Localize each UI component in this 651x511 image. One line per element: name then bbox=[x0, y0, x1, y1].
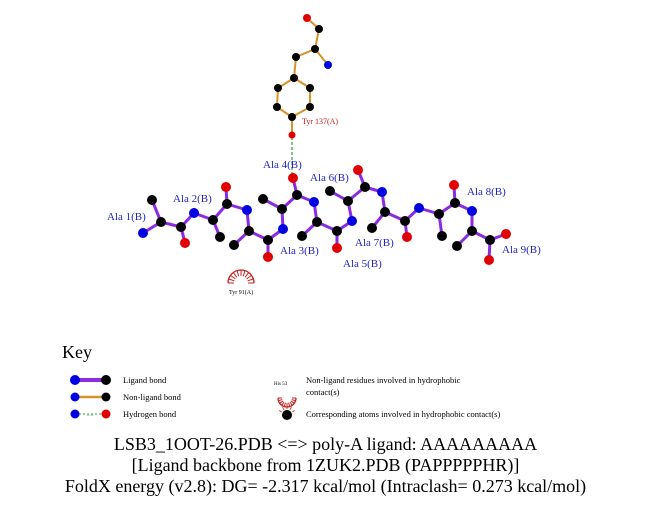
residue-label-ala9: Ala 9(B) bbox=[502, 244, 541, 256]
nitrogen-atom bbox=[467, 206, 477, 216]
carbon-atom bbox=[263, 235, 273, 245]
footer-line-2: [Ligand backbone from 1ZUK2.PDB (PAPPPPP… bbox=[131, 455, 520, 475]
oxygen-atom bbox=[402, 232, 412, 242]
residue-label-ala1: Ala 1(B) bbox=[107, 211, 146, 223]
carbon-atom bbox=[290, 74, 298, 82]
oxygen-atom bbox=[180, 238, 190, 248]
oxygen-atom bbox=[332, 243, 342, 253]
carbon-atom bbox=[273, 103, 281, 111]
key-non-ligand-bond-sample bbox=[70, 392, 111, 402]
nitrogen-atom bbox=[242, 205, 252, 215]
key-hydrophobic-atoms-text: Corresponding atoms involved in hydropho… bbox=[306, 409, 500, 419]
residue-label-ala2: Ala 2(B) bbox=[173, 193, 212, 205]
carbon-atom bbox=[434, 209, 444, 219]
carbon-atom bbox=[222, 199, 232, 209]
carbon-atom bbox=[229, 240, 239, 250]
oxygen-atom bbox=[263, 252, 273, 262]
key-hydrophobic-residues-text-2: contact(s) bbox=[306, 387, 340, 397]
residue-label-ala7: Ala 7(B) bbox=[355, 237, 394, 249]
nitrogen-atom bbox=[414, 203, 424, 213]
footer-line-3: FoldX energy (v2.8): DG= -2.317 kcal/mol… bbox=[64, 476, 587, 496]
carbon-atom bbox=[311, 45, 319, 53]
oxygen-atom bbox=[501, 229, 511, 239]
carbon-atom bbox=[274, 84, 282, 92]
carbon-atom bbox=[485, 235, 495, 245]
carbon-atom bbox=[360, 182, 370, 192]
key-hydrogen-bond-sample: 3.0 bbox=[70, 409, 111, 419]
key-hydrogen-bond-label: Hydrogen bond bbox=[123, 409, 177, 419]
carbon-atom bbox=[306, 84, 314, 92]
carbon-atom bbox=[156, 217, 166, 227]
carbon-atom bbox=[176, 222, 186, 232]
hydrophobic-contact-tyr91 bbox=[227, 269, 255, 284]
key-ligand-bond-sample bbox=[70, 375, 111, 385]
carbon-atom bbox=[215, 232, 225, 242]
carbon-atom bbox=[367, 223, 377, 233]
carbon-atom bbox=[288, 113, 296, 121]
atoms bbox=[138, 14, 511, 265]
nitrogen-atom bbox=[347, 216, 357, 226]
carbon-atom bbox=[292, 190, 302, 200]
nitrogen-atom bbox=[138, 228, 148, 238]
residue-label-tyr91: Tyr 91(A) bbox=[229, 289, 253, 296]
key-hydrophobic-arc-icon bbox=[277, 397, 297, 408]
carbon-atom bbox=[400, 216, 410, 226]
residue-label-ala4: Ala 4(B) bbox=[263, 159, 302, 171]
oxygen-atom bbox=[449, 180, 459, 190]
footer-line-1: LSB3_1OOT-26.PDB <=> poly-A ligand: AAAA… bbox=[113, 434, 538, 454]
oxygen-atom bbox=[288, 131, 296, 139]
carbon-atom bbox=[312, 217, 322, 227]
nitrogen-atom bbox=[324, 61, 332, 69]
bonds bbox=[142, 17, 507, 261]
key-title: Key bbox=[62, 342, 92, 362]
oxygen-atom bbox=[221, 182, 231, 192]
carbon-atom bbox=[452, 241, 462, 251]
carbon-atom bbox=[380, 207, 390, 217]
nitrogen-atom bbox=[309, 197, 319, 207]
nitrogen-atom bbox=[377, 187, 387, 197]
carbon-atom bbox=[277, 204, 287, 214]
residue-label-ala3: Ala 3(B) bbox=[280, 245, 319, 257]
oxygen-atom bbox=[303, 14, 311, 22]
oxygen-atom bbox=[353, 165, 363, 175]
residue-label-tyr137: Tyr 137(A) bbox=[302, 117, 338, 126]
carbon-atom bbox=[292, 53, 300, 61]
key-non-ligand-bond-label: Non-ligand bond bbox=[123, 392, 182, 402]
carbon-atom bbox=[343, 196, 353, 206]
residue-label-ala8: Ala 8(B) bbox=[467, 186, 506, 198]
key-hbond-distance: 3.0 bbox=[87, 412, 94, 417]
carbon-atom bbox=[306, 103, 314, 111]
key-hydrophobic-residue-sample-label: His 53 bbox=[274, 382, 288, 387]
carbon-atom bbox=[332, 226, 342, 236]
nitrogen-atom bbox=[189, 208, 199, 218]
carbon-atom bbox=[315, 25, 323, 33]
nitrogen-atom bbox=[278, 224, 288, 234]
carbon-atom bbox=[147, 195, 157, 205]
carbon-atom bbox=[208, 215, 218, 225]
carbon-atom bbox=[325, 186, 335, 196]
key-ligand-bond-label: Ligand bond bbox=[123, 375, 167, 385]
carbon-atom bbox=[244, 226, 254, 236]
oxygen-atom bbox=[484, 255, 494, 265]
carbon-atom bbox=[437, 231, 447, 241]
key-hydrophobic-atom-icon bbox=[279, 406, 295, 420]
carbon-atom bbox=[467, 226, 477, 236]
key-hydrophobic-residues-text: Non-ligand residues involved in hydropho… bbox=[306, 375, 461, 385]
oxygen-atom bbox=[288, 173, 298, 183]
carbon-atom bbox=[258, 194, 268, 204]
residue-label-ala5: Ala 5(B) bbox=[343, 258, 382, 270]
carbon-atom bbox=[297, 231, 307, 241]
carbon-atom bbox=[450, 198, 460, 208]
residue-label-ala6: Ala 6(B) bbox=[310, 172, 349, 184]
